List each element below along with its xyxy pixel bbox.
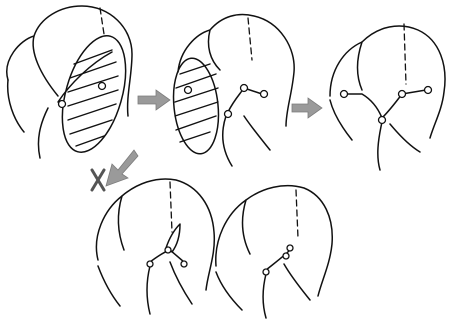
panel-5-midline [296, 190, 298, 238]
panel-4-shoulder [118, 196, 124, 250]
panel-3-left-branch [344, 94, 382, 118]
arrow-step-1-to-alt [106, 150, 138, 186]
panel-4-node-center [165, 247, 171, 253]
panel-5-node-center [283, 253, 289, 259]
panel-4-midline [170, 182, 172, 232]
panel-2-lower-curve [223, 116, 270, 166]
panel-5-outer-outline [216, 186, 332, 296]
panel-2-node-right [261, 91, 268, 98]
panel-4-node-right [181, 261, 187, 267]
panel-3-outer-outline [330, 26, 445, 138]
panel-3-node-right [425, 87, 432, 94]
panel-step-2 [169, 15, 294, 166]
panel-2-node-ellipse [185, 87, 192, 94]
panel-3-node-left [341, 91, 348, 98]
panel-step-1 [7, 6, 138, 159]
panel-2-node-bottom [225, 111, 232, 118]
panel-1-inner-curve [33, 36, 58, 96]
panel-alt-2 [216, 186, 332, 318]
panel-1-left-lobe [8, 80, 24, 132]
panel-1-node-left [59, 101, 66, 108]
panel-1-outer-outline [7, 6, 132, 116]
panel-4-lower-curve [98, 262, 192, 314]
panel-4-node-bottom [147, 261, 153, 267]
panel-3-node-bottom [379, 117, 386, 124]
panel-1-midline [100, 8, 104, 34]
panel-2-hatched-region [169, 56, 223, 156]
panel-3-lower-curve [330, 100, 420, 170]
panel-3-midline [404, 24, 406, 84]
arrow-step-2-to-3 [292, 98, 322, 118]
panel-5-node-bottom [263, 269, 269, 275]
crossed-arrow [92, 150, 138, 190]
panel-1-lower-curve [38, 108, 48, 158]
panel-1-node-center [99, 83, 106, 90]
panel-5-node-upper [287, 245, 293, 251]
panel-5-shoulder [243, 200, 250, 254]
panel-3-node-center [399, 91, 406, 98]
panel-2-node-center [241, 85, 248, 92]
panel-3-shoulder [358, 42, 363, 90]
panel-4-outer-outline [96, 179, 214, 290]
panel-step-3 [330, 24, 445, 170]
panel-alt-1 [96, 179, 214, 314]
arrow-step-1-to-2 [138, 90, 170, 110]
panel-2-midline [248, 18, 252, 60]
